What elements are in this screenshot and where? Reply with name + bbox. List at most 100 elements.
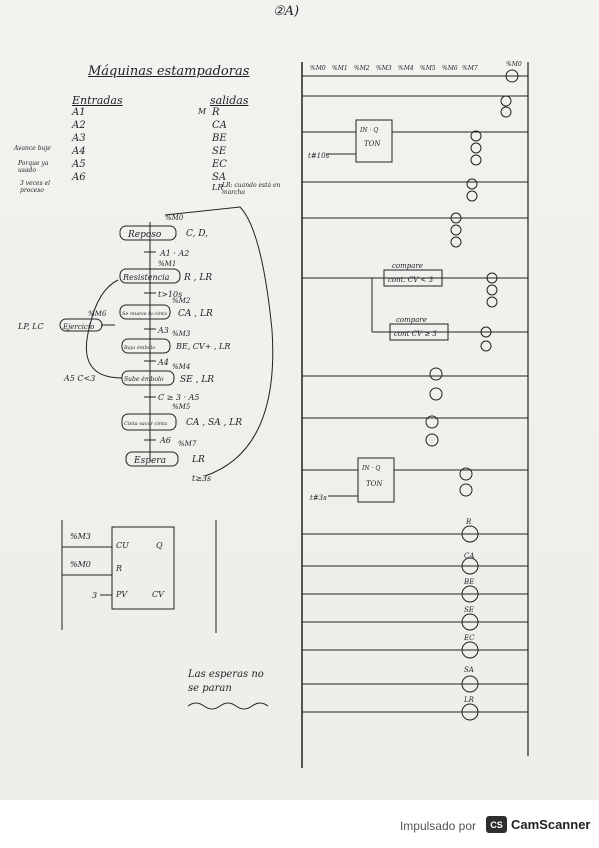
- ladder-timer-id: IN · Q: [359, 127, 378, 134]
- footer-brand: CamScanner: [511, 817, 591, 832]
- grafcet-side-step-actions: LP, LC: [17, 322, 44, 331]
- grafcet-step-box: [121, 413, 177, 431]
- grafcet-step-box: [121, 338, 171, 354]
- ladder-contact-label: %M5: [420, 65, 436, 72]
- ladder-timer-type: TON: [366, 480, 383, 488]
- entrada-item: A3: [72, 133, 86, 144]
- grafcet-step-actions: BE, CV+ , LR: [175, 342, 230, 351]
- grafcet-diagram: Reposo Resistencia Se mueve la cinta Baj…: [17, 206, 274, 483]
- grafcet-side-step-name: Ejercicio: [62, 323, 94, 331]
- grafcet-transition: A6: [159, 436, 171, 445]
- entradas-heading: Entradas: [72, 94, 123, 107]
- note-scribble: [187, 702, 269, 710]
- counter-pin: PV: [115, 590, 128, 599]
- grafcet-step-name: Reposo: [127, 230, 162, 240]
- entrada-item: A1: [72, 107, 86, 118]
- grafcet-step-actions: LR: [191, 455, 205, 465]
- ladder-contact-label: %M4: [398, 65, 414, 72]
- salida-marker: LR: [212, 183, 224, 192]
- entrada-note: Porque ya usado: [18, 160, 49, 174]
- ladder-output-label: BE: [463, 578, 474, 586]
- scanner-footer: Impulsado por CS CamScanner: [0, 800, 599, 848]
- grafcet-step-actions: SE , LR: [180, 375, 214, 385]
- handwritten-note: Las esperas no se paran: [188, 669, 264, 694]
- grafcet-step-name: Espera: [133, 456, 166, 466]
- grafcet-step-name: Se mueve la cinta: [122, 311, 167, 317]
- grafcet-transition: C ≥ 3 · A5: [158, 393, 200, 402]
- ladder-contact-label: %M3: [376, 65, 392, 72]
- counter-preset: 3: [92, 591, 97, 600]
- ladder-output-label: LR: [463, 696, 475, 704]
- grafcet-step-actions: C, D,: [186, 229, 208, 239]
- grafcet-step-marker: %M3: [172, 330, 191, 338]
- grafcet-step-marker: %M5: [172, 403, 191, 411]
- grafcet-step-actions: R , LR: [183, 273, 212, 283]
- grafcet-step-actions: CA , LR: [178, 309, 213, 319]
- grafcet-side-transition: A5 C<3: [63, 374, 95, 383]
- scanned-sheet: ②A) Máquinas estampadoras Entradas A1 A2…: [0, 0, 599, 800]
- salidas-list: R CA BE SE EC SA: [212, 107, 227, 185]
- ladder-compare-label: compare: [392, 262, 423, 270]
- ladder-coil-label: %M0: [506, 61, 522, 68]
- ladder-contact-label: %M1: [332, 65, 348, 72]
- grafcet-side-step-marker: %M6: [88, 310, 107, 318]
- camscanner-logo-icon: CS: [486, 816, 507, 833]
- grafcet-step-name: Sube émbolo: [124, 376, 164, 383]
- ladder-output-label: R: [465, 518, 472, 526]
- grafcet-transition: A3: [157, 326, 169, 335]
- salida-lr-note: LR: cuando está en marcha: [222, 182, 281, 196]
- entrada-note: Avance buje: [14, 145, 51, 152]
- salida-item: R: [212, 107, 220, 118]
- grafcet-transition: t>10s: [158, 290, 182, 299]
- grafcet-step-name: Baja émbolo: [123, 344, 155, 351]
- entradas-list: A1 A2 A3 A4 A5 A6: [72, 107, 86, 185]
- salidas-heading: salidas: [210, 94, 249, 107]
- counter-input: %M3: [70, 532, 91, 541]
- ladder-compare-expr: cont. CV < 3: [388, 276, 434, 284]
- entrada-item: A4: [72, 146, 86, 157]
- grafcet-step-box: [119, 304, 171, 320]
- counter-block: %M3 %M0 CU R PV Q CV 3: [61, 520, 217, 633]
- grafcet-step-marker: %M7: [178, 440, 197, 448]
- ladder-diagram: %M0 %M1 %M2 %M3 %M4 %M5 %M6 %M7 %M0 TON …: [301, 61, 529, 768]
- footer-impulsado: Impulsado por: [399, 819, 476, 833]
- salida-item: BE: [212, 133, 227, 144]
- ladder-timer-preset: t#3s: [310, 494, 327, 502]
- grafcet-transition: t≥3s: [192, 474, 211, 483]
- salida-item: SE: [212, 146, 227, 157]
- ladder-timer-type: TON: [364, 140, 381, 148]
- grafcet-step-actions: CA , SA , LR: [186, 418, 242, 428]
- grafcet-step-name: Resistencia: [122, 273, 170, 282]
- grafcet-transition: A1 · A2: [159, 249, 189, 258]
- ladder-timer-id: IN · Q: [361, 465, 380, 472]
- counter-input: %M0: [70, 560, 91, 569]
- counter-pin: CU: [116, 541, 129, 550]
- page-title: Máquinas estampadoras: [88, 64, 250, 79]
- page-number: ②A): [273, 4, 300, 19]
- grafcet-step-box: [125, 451, 179, 467]
- ladder-contact-label: %M0: [310, 65, 326, 72]
- salida-item: SA: [212, 172, 227, 183]
- grafcet-step-marker: %M0: [165, 214, 184, 222]
- grafcet-step-marker: %M1: [158, 260, 176, 268]
- counter-pin: CV: [152, 590, 165, 599]
- ladder-output-label: SA: [464, 666, 474, 674]
- ladder-timer-preset: t#10s: [308, 152, 330, 160]
- entrada-item: A2: [72, 120, 86, 131]
- entrada-note: 3 veces el proceso: [20, 180, 51, 194]
- ladder-output-label: SE: [464, 606, 474, 614]
- ladder-output-label: EC: [463, 634, 475, 642]
- counter-pin: Q: [156, 541, 163, 550]
- entrada-item: A6: [72, 172, 86, 183]
- ladder-contact-label: %M2: [354, 65, 370, 72]
- grafcet-transition: A4: [157, 358, 169, 367]
- grafcet-side-step-box: [59, 318, 103, 332]
- grafcet-step-marker: %M4: [172, 363, 190, 371]
- ladder-compare-label: compare: [396, 316, 427, 324]
- counter-pin: R: [115, 564, 122, 573]
- grafcet-step-name: Cinta sacar cinta: [124, 421, 167, 427]
- grafcet-step-box: [119, 268, 181, 284]
- salida-marker: M: [198, 107, 207, 116]
- ladder-compare-expr: cont CV ≥ 3: [394, 330, 437, 338]
- salida-item: EC: [212, 159, 227, 170]
